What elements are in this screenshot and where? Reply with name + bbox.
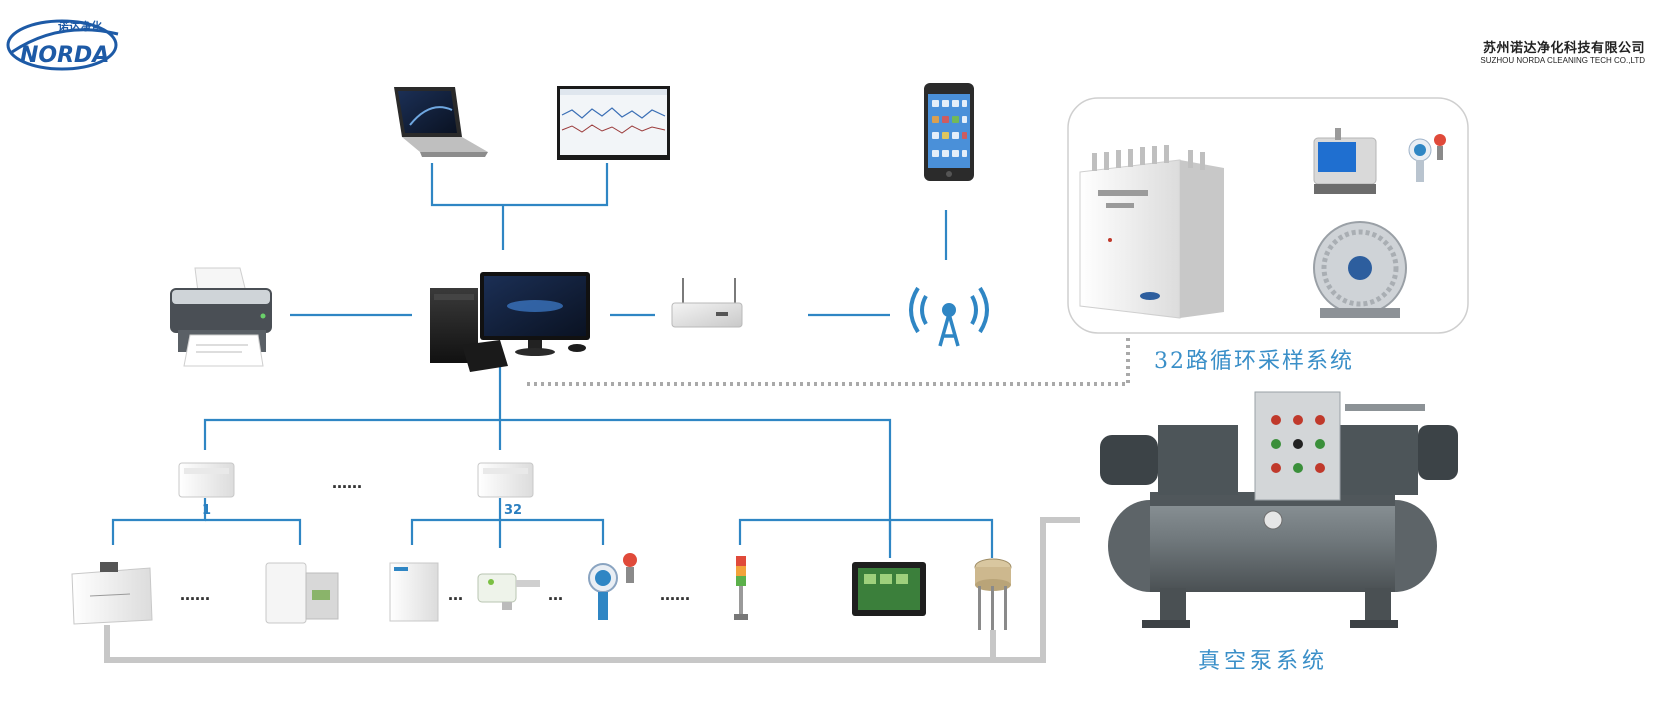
devices-ellipsis-a: …… <box>180 586 210 604</box>
control-module-32 <box>477 462 534 498</box>
logo-brand-cn: 诺达净化 <box>58 19 102 33</box>
logo-brand-en: NORDA <box>20 43 109 68</box>
module-32-label: 32 <box>504 503 522 518</box>
router-icon <box>671 278 743 328</box>
sampling-system-panel <box>1067 97 1469 334</box>
module-1-label: 1 <box>202 503 211 518</box>
wireless-antenna-icon <box>909 286 989 347</box>
vacuum-system-label: 真空泵系统 <box>1198 649 1328 674</box>
gas-transmitter-icon <box>588 553 637 620</box>
particle-counter-icon <box>1313 128 1377 194</box>
desktop-pc-icon <box>430 272 590 372</box>
signal-tower-light-icon <box>734 556 748 620</box>
sampling-cabinet-icon <box>1079 145 1224 319</box>
vacuum-pipe <box>104 517 1080 663</box>
network-lines <box>111 163 994 558</box>
duct-sensor-icon <box>477 573 540 610</box>
devices-ellipsis-d: …… <box>660 586 690 604</box>
company-name-cn: 苏州诺达净化科技有限公司 <box>1482 41 1645 56</box>
control-module-1 <box>178 462 235 498</box>
touch-display-icon <box>852 562 926 616</box>
devices-ellipsis-b: … <box>448 586 463 604</box>
modules-ellipsis: …… <box>332 474 362 492</box>
monitor-icon <box>557 86 670 160</box>
temp-humidity-panel-icon <box>265 562 339 624</box>
norda-logo: NORDA 诺达净化 <box>6 19 119 71</box>
vacuum-pump-station-icon <box>1100 391 1458 628</box>
sampling-system-label: 32路循环采样系统 <box>1154 349 1354 374</box>
laptop-icon <box>394 87 488 157</box>
company-name-en: SUZHOU NORDA CLEANING TECH CO.,LTD <box>1480 56 1645 65</box>
transmitter-icon <box>1408 134 1446 182</box>
sensor-box-icon <box>389 562 439 622</box>
devices-ellipsis-c: … <box>548 586 563 604</box>
blower-icon <box>1313 221 1407 318</box>
sampling-probe-icon <box>974 558 1012 630</box>
printer-icon <box>170 267 272 367</box>
air-sampler-box-icon <box>71 562 153 625</box>
smartphone-icon <box>924 83 974 181</box>
